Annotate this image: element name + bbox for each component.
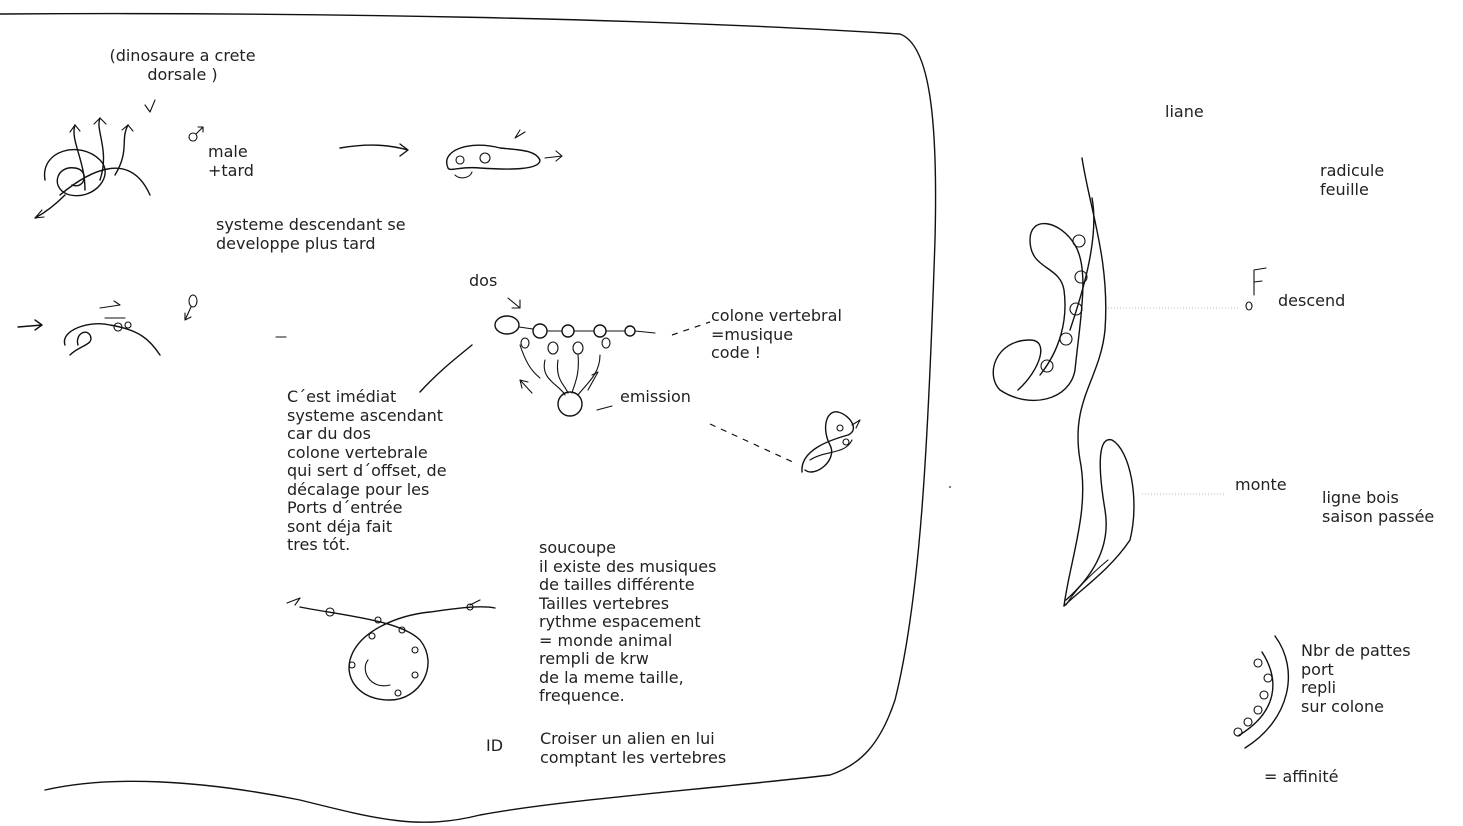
stray-dot [949,486,951,488]
label-emission: emission [620,388,691,407]
note-male: male +tard [208,143,254,180]
label-liane: liane [1165,103,1204,122]
dinosaur-crest-drawing [35,100,155,218]
small-creature-drawing [18,301,160,355]
label-affinite: = affinité [1264,768,1338,787]
female-symbol-icon [185,295,197,320]
emission-cluster-drawing [710,412,860,472]
note-croiser: Croiser un alien en lui comptant les ver… [540,730,726,767]
note-descending-system: systeme descendant se developpe plus tar… [216,216,406,253]
note-pattes: Nbr de pattes port repli sur colone [1301,642,1411,716]
label-id: ID [486,737,503,756]
label-descend: descend [1278,292,1345,311]
note-ligne-bois: ligne bois saison passée [1322,489,1434,526]
male-symbol-icon [189,127,203,141]
note-dinosaure: (dinosaure a crete dorsale ) [100,47,265,84]
arrow-right [340,144,408,156]
note-radicule: radicule feuille [1320,162,1384,199]
liana-plant-drawing [993,158,1240,606]
note-colonne-vertebral: colone vertebral =musique code ! [711,307,842,363]
cloud-outline [0,14,936,823]
affinity-arc-drawing [1234,636,1288,748]
label-dos: dos [469,272,497,291]
curled-creature-drawing [447,130,562,178]
descend-marker-icon [1246,268,1266,310]
label-monte: monte [1235,476,1287,495]
note-immediate: C´est imédiat systeme ascendant car du d… [287,388,447,555]
soucoupe-loop-drawing [287,598,495,700]
pointer-line [420,345,472,392]
note-soucoupe: soucoupe il existe des musiques de taill… [539,539,716,706]
